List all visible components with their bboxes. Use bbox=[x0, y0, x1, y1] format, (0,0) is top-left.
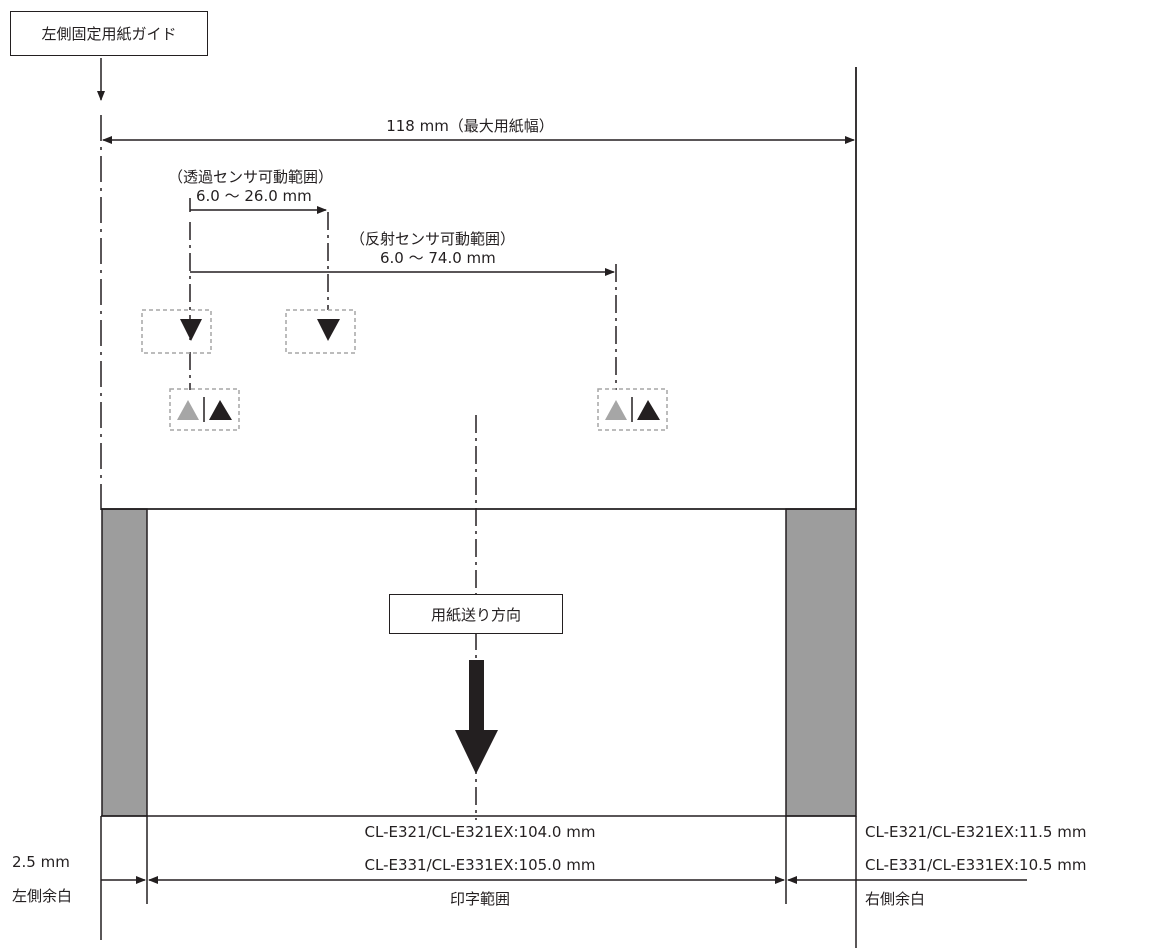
refl-sensor-box-right bbox=[597, 388, 668, 431]
left-margin-value: 2.5 mm bbox=[12, 853, 70, 871]
refl-sensor-marker-gray-left bbox=[177, 400, 199, 420]
trans-sensor-box-right bbox=[285, 309, 356, 354]
trans-sensor-range: 6.0 ～ 26.0 mm bbox=[196, 187, 312, 205]
max-width-label: 118 mm（最大用紙幅） bbox=[386, 117, 554, 135]
left-margin-area bbox=[101, 508, 148, 817]
trans-sensor-marker-right bbox=[317, 319, 340, 341]
feed-direction-label: 用紙送り方向 bbox=[389, 594, 563, 634]
print-width-e331: CL-E331/CL-E331EX:105.0 mm bbox=[364, 856, 596, 874]
right-margin-e321: CL-E321/CL-E321EX:11.5 mm bbox=[865, 823, 1087, 841]
right-margin-area bbox=[785, 508, 857, 817]
print-area-label: 印字範囲 bbox=[449, 890, 510, 908]
refl-sensor-marker-gray-right bbox=[605, 400, 627, 420]
left-guide-label: 左側固定用紙ガイド bbox=[10, 11, 208, 56]
right-margin-e331: CL-E331/CL-E331EX:10.5 mm bbox=[865, 856, 1087, 874]
print-width-e321: CL-E321/CL-E321EX:104.0 mm bbox=[364, 823, 596, 841]
right-margin-label: 右側余白 bbox=[865, 890, 926, 908]
refl-sensor-title: （反射センサ可動範囲） bbox=[350, 230, 516, 248]
feed-arrow-head bbox=[455, 730, 498, 774]
feed-arrow-shaft bbox=[469, 660, 484, 732]
trans-sensor-box-left bbox=[141, 309, 212, 354]
refl-sensor-box-left bbox=[169, 388, 240, 431]
refl-sensor-marker-black-right bbox=[637, 400, 660, 420]
trans-sensor-marker-left bbox=[180, 319, 202, 341]
left-margin-label: 左側余白 bbox=[12, 887, 73, 905]
refl-sensor-range: 6.0 ～ 74.0 mm bbox=[380, 249, 496, 267]
refl-sensor-marker-black-left bbox=[209, 400, 232, 420]
trans-sensor-title: （透過センサ可動範囲） bbox=[168, 168, 334, 186]
